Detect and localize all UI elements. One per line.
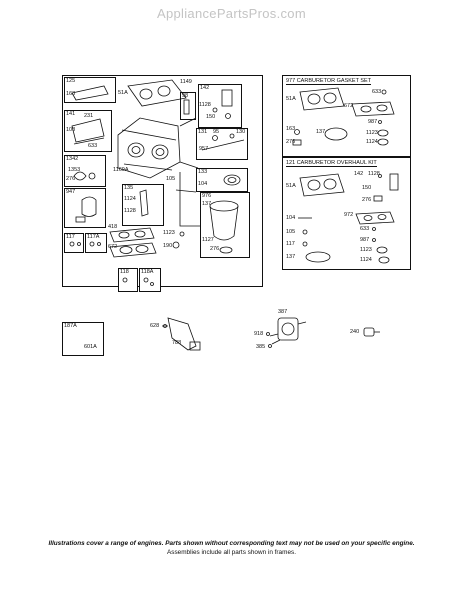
frame-label-117: 117: [66, 234, 75, 240]
part-label-142: 142: [200, 85, 210, 91]
fuel-pump-drawing: [266, 317, 307, 348]
part-label-51a: 51A: [118, 90, 128, 96]
gs-label-633: 633: [372, 89, 382, 95]
part-label-135: 135: [124, 185, 134, 191]
ok-label-117: 117: [286, 241, 295, 247]
part-label-276-a: 276: [66, 176, 76, 182]
ok-label-51a: 51A: [286, 183, 296, 189]
part-label-150: 150: [206, 114, 216, 120]
site-watermark: AppliancePartsPros.com: [157, 6, 306, 21]
overhaul-kit-title: 121 CARBURETOR OVERHAUL KIT: [286, 160, 377, 167]
part-label-1128: 1128: [199, 102, 211, 108]
part-label-95: 95: [213, 129, 220, 135]
main-carburetor-frame: [62, 75, 263, 287]
part-label-976: 976: [202, 193, 212, 199]
ok-label-633: 633: [360, 226, 370, 232]
gs-label-1123: 1123: [366, 130, 378, 136]
subframe-117A: [85, 233, 107, 253]
part-label-108: 108: [66, 127, 76, 133]
label-788: 788: [172, 340, 182, 346]
gs-label-672: 672: [344, 103, 354, 109]
part-label-1124: 1124: [124, 196, 136, 202]
subframe-133: [196, 168, 248, 192]
subframe-187a: [62, 322, 104, 356]
label-240: 240: [350, 329, 360, 335]
ok-label-105: 105: [286, 229, 296, 235]
frame-label-118: 118: [120, 269, 129, 275]
part-label-133: 133: [198, 169, 208, 175]
subframe-125: [64, 77, 116, 103]
ok-label-1128: 1128: [368, 171, 380, 177]
ok-label-137: 137: [286, 254, 296, 260]
overhaul-kit-drawing: [298, 173, 399, 264]
part-label-98: 98: [182, 93, 189, 99]
subframe-118: [118, 268, 138, 292]
frame-label-125: 125: [66, 78, 76, 84]
gs-label-51a: 51A: [286, 96, 296, 102]
label-601a: 601A: [84, 344, 97, 350]
gs-label-137: 137: [316, 129, 326, 135]
part-label-633: 633: [88, 143, 98, 149]
gasket-set-frame: [282, 75, 411, 157]
part-label-105: 105: [166, 176, 176, 182]
part-label-163: 163: [66, 91, 76, 97]
gasket-set-title: 977 CARBURETOR GASKET SET: [286, 78, 372, 85]
ok-label-1124: 1124: [360, 257, 372, 263]
part-label-130: 130: [236, 129, 246, 135]
solenoid-drawing: [363, 327, 380, 337]
subframe-131: [196, 128, 248, 160]
part-label-1169a: 1169A: [113, 167, 129, 173]
ok-label-972: 972: [344, 212, 354, 218]
label-918: 918: [254, 331, 264, 337]
subframe-118A: [139, 268, 161, 292]
part-label-418: 418: [108, 224, 118, 230]
frame-label-141: 141: [66, 111, 76, 117]
footer-note-italic: Illustrations cover a range of engines. …: [48, 540, 415, 547]
ok-label-276: 276: [362, 197, 372, 203]
ok-label-142: 142: [354, 171, 364, 177]
subframe-141: [64, 110, 112, 152]
part-label-1123: 1123: [163, 230, 175, 236]
gasket-51a-drawing: [127, 79, 187, 107]
part-label-104: 104: [198, 181, 208, 187]
part-label-1353: 1353: [68, 167, 81, 173]
part-label-137: 137: [202, 201, 212, 207]
frame-label-1342: 1342: [66, 156, 79, 162]
label-187a: 187A: [64, 323, 77, 329]
subframe-1342: [64, 155, 106, 187]
ok-label-150: 150: [362, 185, 372, 191]
footer-note: Assemblies include all parts shown in fr…: [167, 549, 296, 556]
gs-label-163: 163: [286, 126, 296, 132]
part-label-231: 231: [84, 113, 94, 119]
frame-label-118a: 118A: [141, 269, 154, 275]
label-387: 387: [278, 309, 288, 315]
part-label-1149: 1149: [180, 79, 192, 85]
part-label-957: 957: [199, 146, 209, 152]
ok-label-987: 987: [360, 237, 370, 243]
part-label-672: 672: [108, 244, 118, 250]
subframe-142: [198, 84, 242, 128]
gs-label-276: 276: [286, 139, 296, 145]
gs-label-987: 987: [368, 119, 378, 125]
part-label-1127: 1127: [202, 237, 214, 243]
part-label-276-b: 276: [210, 246, 220, 252]
label-385: 385: [256, 344, 266, 350]
part-label-190: 190: [163, 243, 173, 249]
bracket-drawing: [162, 317, 201, 351]
label-628: 628: [150, 323, 160, 329]
gs-label-1124: 1124: [366, 139, 378, 145]
frame-label-947: 947: [66, 189, 76, 195]
ok-label-1123: 1123: [360, 247, 372, 253]
ok-label-104: 104: [286, 215, 296, 221]
part-label-131: 131: [198, 129, 208, 135]
frame-label-117a: 117A: [87, 234, 100, 240]
part-label-1128-b: 1128: [124, 208, 136, 214]
gasket-set-drawing: [292, 87, 395, 146]
overhaul-kit-frame: [282, 157, 411, 270]
